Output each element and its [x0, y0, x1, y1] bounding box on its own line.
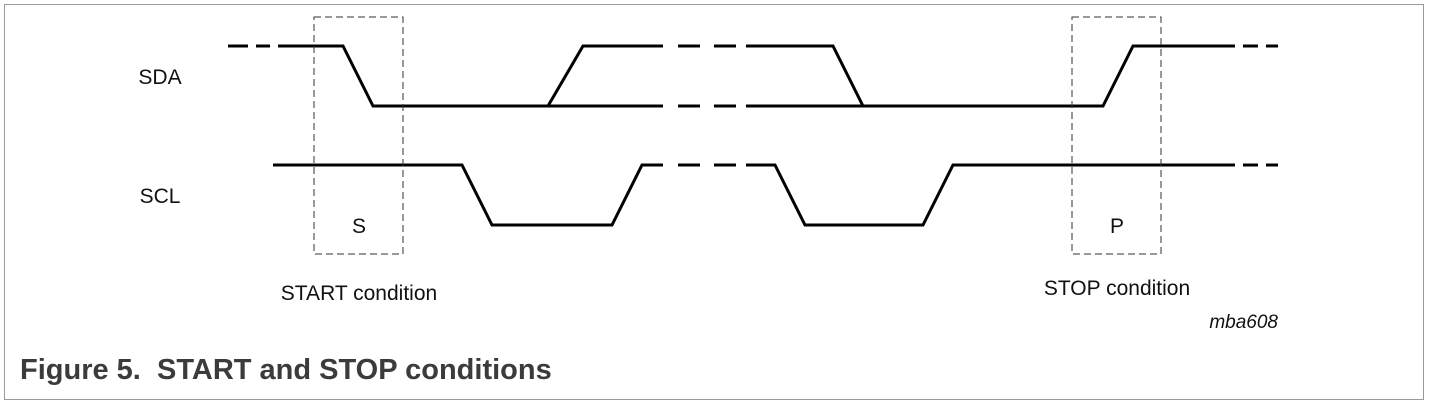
stop-condition-label: STOP condition: [1044, 277, 1190, 300]
start-condition-label: START condition: [281, 282, 437, 305]
sda-waveform: [228, 44, 1278, 108]
scl-label: SCL: [140, 185, 181, 208]
figure-caption: Figure 5. START and STOP conditions: [20, 354, 552, 386]
start-symbol: S: [352, 215, 366, 238]
figure-id: mba608: [1209, 312, 1278, 333]
start-condition-box: [313, 16, 404, 255]
sda-segment-1: [278, 44, 553, 108]
scl-segment-2: [746, 163, 1235, 227]
stop-condition-box: [1071, 16, 1162, 255]
scl-segment-1: [273, 163, 663, 227]
sda-segment-3: [746, 44, 1235, 108]
stop-symbol: P: [1110, 215, 1124, 238]
figure-frame: [4, 4, 1424, 400]
sda-segment-2: [546, 44, 663, 107]
sda-label: SDA: [138, 66, 181, 89]
scl-waveform: [273, 163, 1278, 227]
